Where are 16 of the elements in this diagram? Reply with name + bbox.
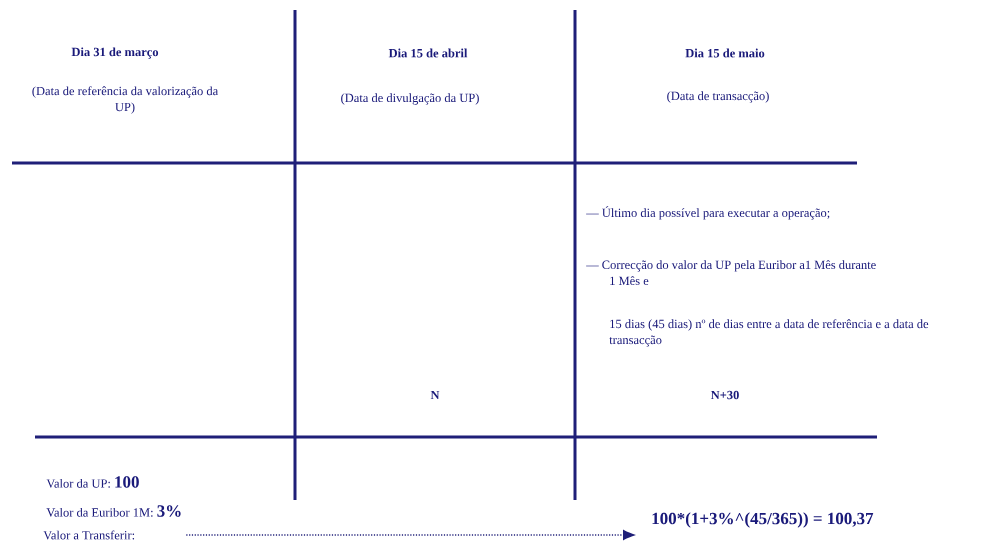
column-note: (Data de referência da valorização da UP) [32,86,219,114]
column-heading: Dia 15 de abril [388,48,468,58]
column-heading: Dia 15 de maio [685,48,765,58]
value-text: Valor a Transferir: [43,530,135,540]
value-text: Valor da Euribor 1M: 3% [46,505,181,517]
arrow [185,529,636,541]
column-heading: Dia 31 de março [71,47,159,59]
note-text: — Último dia possível para executar a operação; [586,206,830,220]
note-text: — Correcção do valor da UP pela Euribor a1 Mês durante 1 Mês e [586,260,876,286]
result-formula: 100*(1+3%^(45/365)) = 100,37 [652,512,874,528]
value-text: Valor da UP: 100 [46,476,139,488]
note-text: 15 dias (45 dias) nº de dias entre a data de referência e a data de transacção [609,319,929,347]
column-marker: N+30 [710,390,739,400]
column-note: (Data de transacção) [667,91,769,103]
column-note: (Data de divulgação da UP) [341,93,479,105]
column-marker: N [430,390,440,400]
